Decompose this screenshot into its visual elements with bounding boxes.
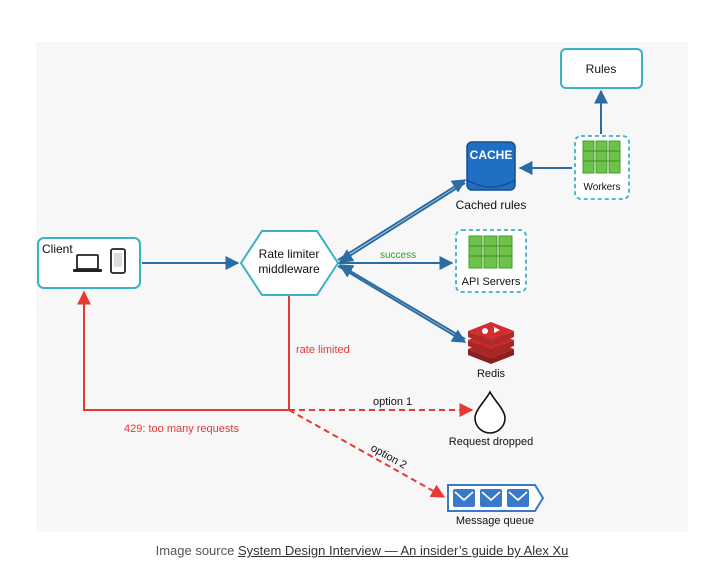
cached-rules-label: Cached rules (456, 198, 527, 212)
message-queue-label: Message queue (456, 515, 534, 527)
edge-limiter-to-cache (337, 179, 467, 261)
client-label: Client (42, 242, 73, 256)
caption-prefix: Image source (155, 543, 238, 558)
edge-label-rate-limited: rate limited (296, 344, 350, 356)
edge-rate-limited-to-client (77, 290, 290, 411)
redis-logo-icon (468, 322, 514, 364)
rate-limiter-node (239, 230, 340, 296)
edge-label-option1: option 1 (373, 396, 412, 408)
edge-label-429: 429: too many requests (124, 423, 239, 435)
server-rack-icon (468, 235, 513, 269)
cache-cylinder-icon: CACHE (466, 141, 516, 191)
edge-redis-to-limiter (338, 264, 466, 340)
workers-label: Workers (583, 182, 620, 193)
api-servers-label: API Servers (462, 276, 521, 288)
edge-option2-queue (288, 409, 446, 498)
edge-limiter-to-redis (337, 265, 467, 343)
edge-label-success: success (380, 250, 416, 261)
caption-source-link[interactable]: System Design Interview — An insider’s g… (237, 543, 569, 558)
rate-limiter-diagram: Client Rate limiter middleware Rules CAC… (37, 48, 643, 527)
edge-label-option2: option 2 (369, 442, 409, 471)
rate-limiter-label-line2: middleware (258, 262, 320, 276)
laptop-icon (73, 254, 102, 272)
phone-icon (110, 248, 126, 274)
rate-limiter-label-line1: Rate limiter (259, 247, 320, 261)
rules-box (560, 48, 643, 89)
server-rack-icon (582, 140, 621, 174)
image-caption: Image source System Design Interview — A… (0, 543, 724, 558)
request-dropped-label: Request dropped (449, 436, 533, 448)
cache-badge: CACHE (470, 148, 513, 162)
redis-label: Redis (477, 368, 506, 380)
water-drop-icon (474, 390, 506, 434)
message-queue-icon (447, 484, 545, 512)
edge-cache-to-limiter (338, 182, 466, 263)
rules-label: Rules (586, 62, 617, 76)
